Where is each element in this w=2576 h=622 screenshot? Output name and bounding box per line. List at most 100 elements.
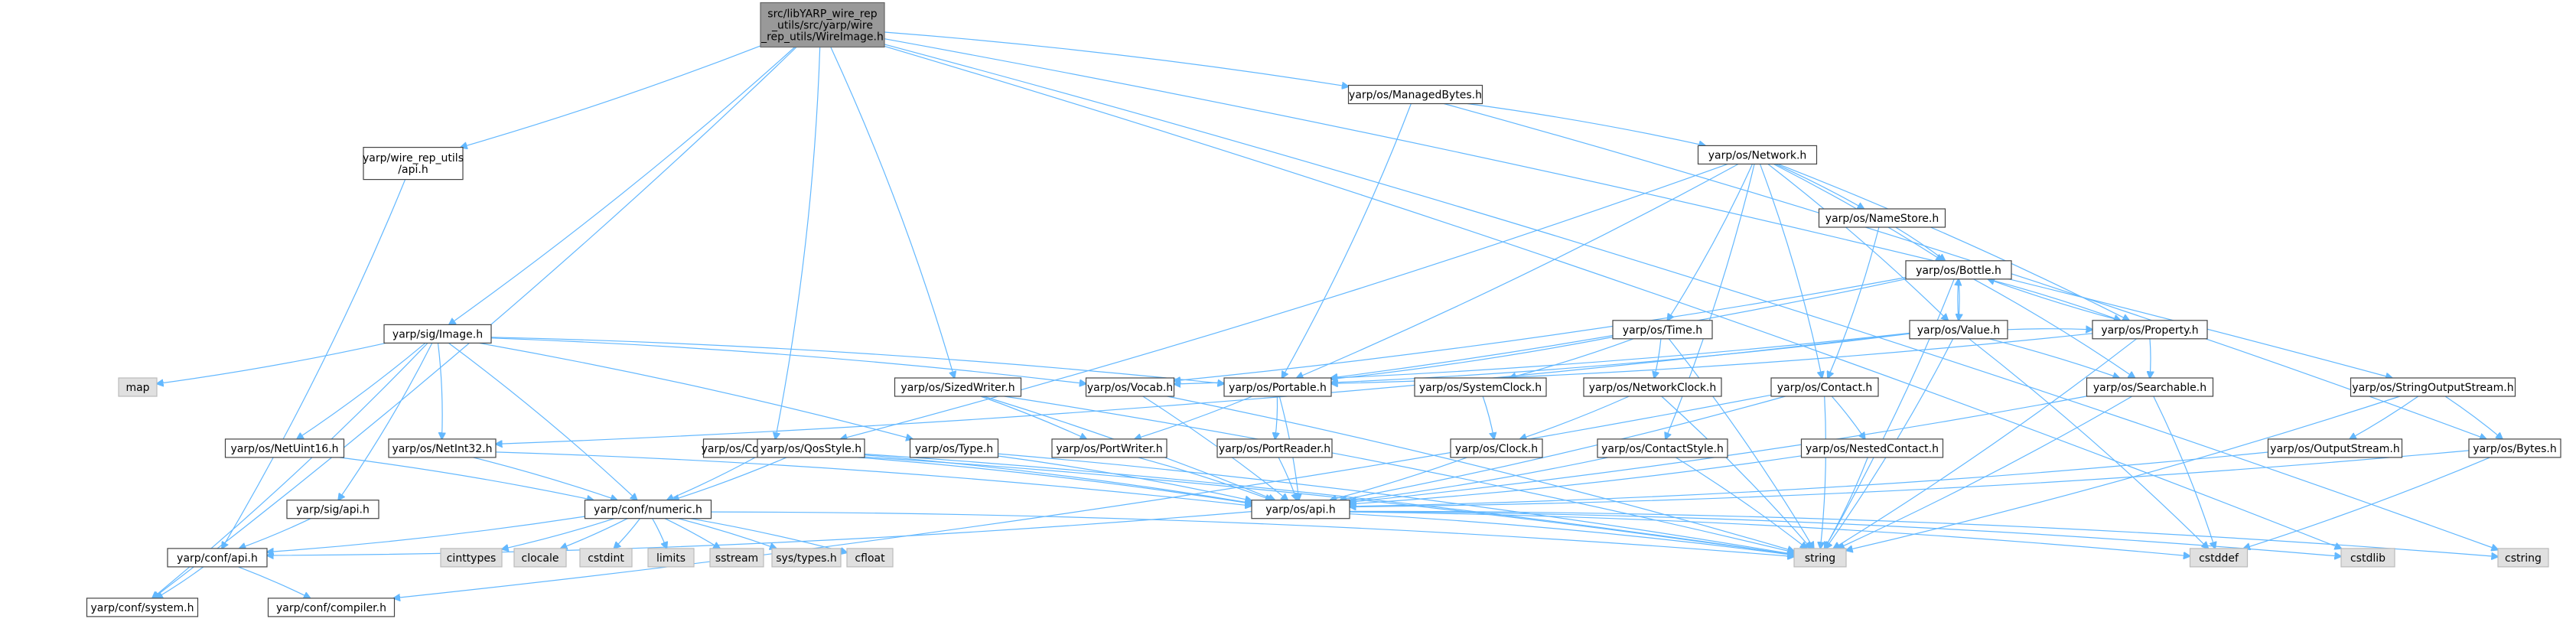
edge-sig_api-to-conf_api — [239, 518, 311, 549]
edge-network-to-contactstyle — [1666, 164, 1755, 439]
node-property[interactable]: yarp/os/Property.h — [2092, 320, 2208, 340]
node-wru_api[interactable]: yarp/wire_rep_utils/api.h — [363, 147, 464, 181]
node-time[interactable]: yarp/os/Time.h — [1612, 320, 1713, 340]
node-sig_api[interactable]: yarp/sig/api.h — [286, 500, 379, 519]
node-root[interactable]: src/libYARP_wire_rep_utils/src/yarp/wire… — [760, 2, 885, 48]
edge-sig_image-to-numeric — [448, 342, 637, 500]
node-stringoutputstream[interactable]: yarp/os/StringOutputStream.h — [2350, 377, 2516, 397]
edge-netint32-to-numeric — [473, 457, 617, 500]
node-label-sstream: sstream — [715, 552, 758, 565]
node-network[interactable]: yarp/os/Network.h — [1697, 145, 1818, 164]
node-box-root — [760, 2, 885, 48]
edge-namestore-to-contact — [1828, 226, 1880, 378]
node-label-systemclock: yarp/os/SystemClock.h — [1419, 382, 1542, 394]
node-sig_image[interactable]: yarp/sig/Image.h — [383, 324, 492, 344]
node-box-networkclock — [1583, 377, 1722, 397]
edge-contact-to-string — [1820, 396, 1827, 549]
node-netuint16[interactable]: yarp/os/NetUint16.h — [224, 438, 345, 458]
node-box-netint32 — [388, 438, 497, 458]
node-type[interactable]: yarp/os/Type.h — [909, 438, 999, 458]
node-contact[interactable]: yarp/os/Contact.h — [1770, 377, 1879, 397]
node-label-root: _utils/src/yarp/wire — [771, 20, 873, 32]
node-contactstyle[interactable]: yarp/os/ContactStyle.h — [1597, 438, 1728, 458]
node-conf_system[interactable]: yarp/conf/system.h — [86, 598, 199, 617]
node-nestedcontact[interactable]: yarp/os/NestedContact.h — [1800, 438, 1944, 458]
edge-netuint16-to-numeric — [339, 457, 593, 500]
edge-bottle-to-searchable — [1973, 278, 2135, 378]
edge-numeric-to-clocale — [561, 518, 628, 549]
edge-contact-to-os_api — [1340, 396, 1786, 500]
node-cfloat: cfloat — [846, 548, 894, 568]
edge-value-to-searchable — [1988, 338, 2119, 378]
edge-qosstyle-to-numeric — [672, 457, 787, 500]
node-box-sig_image — [383, 324, 492, 344]
node-label-limits: limits — [656, 552, 686, 565]
node-label-os_api: yarp/os/api.h — [1265, 504, 1335, 516]
edge-connwriter-to-string — [845, 455, 1795, 555]
node-conf_api[interactable]: yarp/conf/api.h — [167, 548, 268, 568]
node-box-namestore — [1818, 208, 1946, 228]
edge-networkclock-to-string — [1661, 396, 1811, 549]
node-numeric[interactable]: yarp/conf/numeric.h — [584, 500, 712, 519]
edge-time-to-portable — [1331, 336, 1614, 379]
node-box-netuint16 — [224, 438, 345, 458]
edge-numeric-to-cinttypes — [502, 518, 615, 549]
node-label-outputstream: yarp/os/OutputStream.h — [2270, 443, 2399, 455]
node-portable[interactable]: yarp/os/Portable.h — [1223, 377, 1332, 397]
edge-sig_image-to-netint32 — [437, 343, 443, 439]
edge-network-to-qosstyle — [841, 163, 1728, 439]
node-cstdint: cstdint — [579, 548, 633, 568]
edge-type-to-os_api — [998, 455, 1252, 500]
node-bottle[interactable]: yarp/os/Bottle.h — [1905, 260, 2012, 280]
node-box-sig_api — [286, 500, 379, 519]
node-namestore[interactable]: yarp/os/NameStore.h — [1818, 208, 1946, 228]
node-qosstyle[interactable]: yarp/os/QosStyle.h — [757, 438, 865, 458]
node-clocale: clocale — [513, 548, 567, 568]
node-label-cstddef: cstddef — [2199, 552, 2239, 565]
node-label-searchable: yarp/os/Searchable.h — [2093, 382, 2206, 394]
edge-network-to-property — [1777, 163, 2129, 320]
node-box-string — [1793, 548, 1847, 568]
node-managedbytes[interactable]: yarp/os/ManagedBytes.h — [1347, 84, 1483, 105]
edge-os_api-to-conf_api — [267, 511, 1252, 555]
node-portwriter[interactable]: yarp/os/PortWriter.h — [1051, 438, 1168, 458]
edge-network-to-time — [1668, 164, 1754, 320]
node-value[interactable]: yarp/os/Value.h — [1909, 320, 2008, 340]
node-systemclock[interactable]: yarp/os/SystemClock.h — [1414, 377, 1547, 397]
node-box-systypes — [771, 548, 842, 568]
node-bytes[interactable]: yarp/os/Bytes.h — [2468, 438, 2561, 458]
node-conf_compiler[interactable]: yarp/conf/compiler.h — [267, 598, 396, 617]
node-box-bottle — [1905, 260, 2012, 280]
node-label-cinttypes: cinttypes — [447, 552, 497, 565]
edge-sig_image-to-map — [157, 342, 386, 383]
node-searchable[interactable]: yarp/os/Searchable.h — [2086, 377, 2214, 397]
node-label-contact: yarp/os/Contact.h — [1777, 382, 1873, 394]
nodes-layer: src/libYARP_wire_rep_utils/src/yarp/wire… — [86, 2, 2561, 617]
node-sizedwriter[interactable]: yarp/os/SizedWriter.h — [894, 377, 1022, 397]
edge-netint32-to-os_api — [495, 451, 1252, 506]
node-portreader[interactable]: yarp/os/PortReader.h — [1216, 438, 1333, 458]
edge-value-to-bottle — [1958, 279, 1959, 321]
node-clock[interactable]: yarp/os/Clock.h — [1450, 438, 1543, 458]
node-vocab[interactable]: yarp/os/Vocab.h — [1085, 377, 1175, 397]
node-os_api[interactable]: yarp/os/api.h — [1251, 500, 1350, 519]
node-outputstream[interactable]: yarp/os/OutputStream.h — [2267, 438, 2403, 458]
edge-value-to-netint32 — [496, 333, 1910, 445]
node-label-vocab: yarp/os/Vocab.h — [1087, 382, 1173, 394]
edge-bottle-to-vocab — [1174, 277, 1907, 381]
edge-root-to-sig_image — [449, 47, 796, 325]
node-label-cfloat: cfloat — [855, 552, 885, 565]
edge-numeric-to-limits — [652, 518, 667, 549]
node-label-clock: yarp/os/Clock.h — [1455, 443, 1538, 455]
node-label-stringoutputstream: yarp/os/StringOutputStream.h — [2352, 382, 2513, 394]
node-box-limits — [647, 548, 695, 568]
edge-bytes-to-os_api — [1350, 450, 2470, 507]
node-label-netint32: yarp/os/NetInt32.h — [392, 443, 492, 455]
edge-numeric-to-systypes — [678, 518, 776, 549]
node-box-sstream — [709, 548, 764, 568]
edge-managedbytes-to-portable — [1282, 103, 1412, 379]
node-networkclock[interactable]: yarp/os/NetworkClock.h — [1583, 377, 1722, 397]
node-netint32[interactable]: yarp/os/NetInt32.h — [388, 438, 497, 458]
edge-clock-to-os_api — [1330, 457, 1467, 500]
